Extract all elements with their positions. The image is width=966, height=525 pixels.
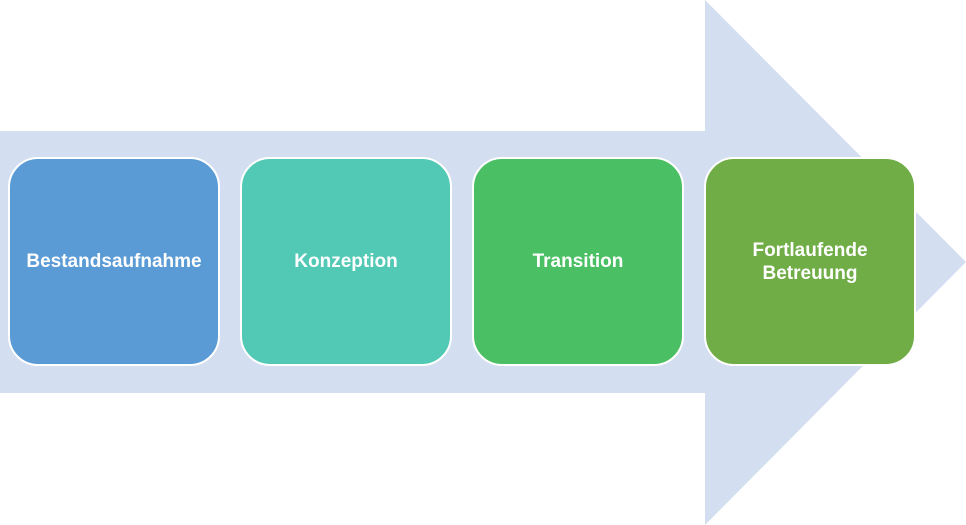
step-label: Fortlaufende Betreuung [752, 239, 868, 284]
step-konzeption: Konzeption [240, 157, 452, 366]
step-bestandsaufnahme: Bestandsaufnahme [8, 157, 220, 366]
step-fortlaufende-betreuung: Fortlaufende Betreuung [704, 157, 916, 366]
step-label: Konzeption [294, 251, 398, 272]
step-label: Transition [532, 251, 624, 272]
step-transition: Transition [472, 157, 684, 366]
step-label: Bestandsaufnahme [26, 251, 202, 272]
